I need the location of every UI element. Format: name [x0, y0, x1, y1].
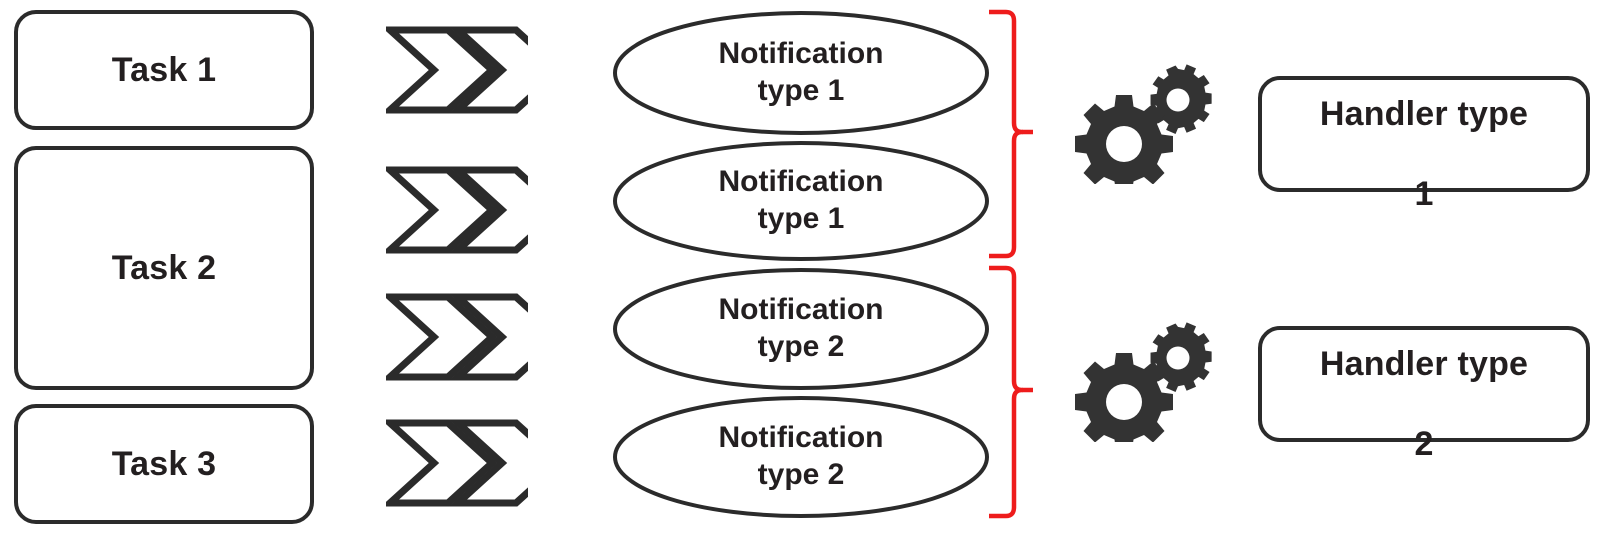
double-chevron-right-icon: [380, 26, 566, 114]
double-chevron-right-icon: [380, 419, 566, 507]
notification-ellipse-4[interactable]: Notification type 2: [612, 395, 990, 519]
handler-label-1-line1: Handler type: [1319, 94, 1529, 133]
double-chevron-right-icon: [380, 166, 566, 254]
handler-label-1: Handler type 1: [1306, 54, 1542, 214]
handler-label-2: Handler type 2: [1306, 304, 1542, 464]
handler-box-2[interactable]: Handler type 2: [1258, 326, 1590, 463]
task-box-2[interactable]: Task 2: [14, 146, 314, 390]
handler-box-1[interactable]: Handler type 1: [1258, 76, 1590, 213]
group-bracket-1: [984, 8, 1034, 260]
task-label-3: Task 3: [111, 444, 217, 483]
task-label-1: Task 1: [111, 50, 217, 89]
handler-label-1-line2: 1: [1414, 175, 1434, 214]
task-box-3[interactable]: Task 3: [14, 404, 314, 524]
task-box-1[interactable]: Task 1: [14, 10, 314, 130]
group-bracket-2: [984, 264, 1034, 520]
handler-label-2-line1: Handler type: [1319, 344, 1529, 383]
notification-ellipse-2[interactable]: Notification type 1: [612, 140, 990, 262]
handler-label-2-line2: 2: [1414, 425, 1434, 464]
double-chevron-right-icon: [380, 293, 566, 381]
gears-icon: [1074, 62, 1218, 193]
gears-icon: [1074, 320, 1218, 451]
notification-ellipse-1[interactable]: Notification type 1: [612, 10, 990, 136]
task-label-2: Task 2: [111, 248, 217, 287]
notification-ellipse-3[interactable]: Notification type 2: [612, 267, 990, 391]
